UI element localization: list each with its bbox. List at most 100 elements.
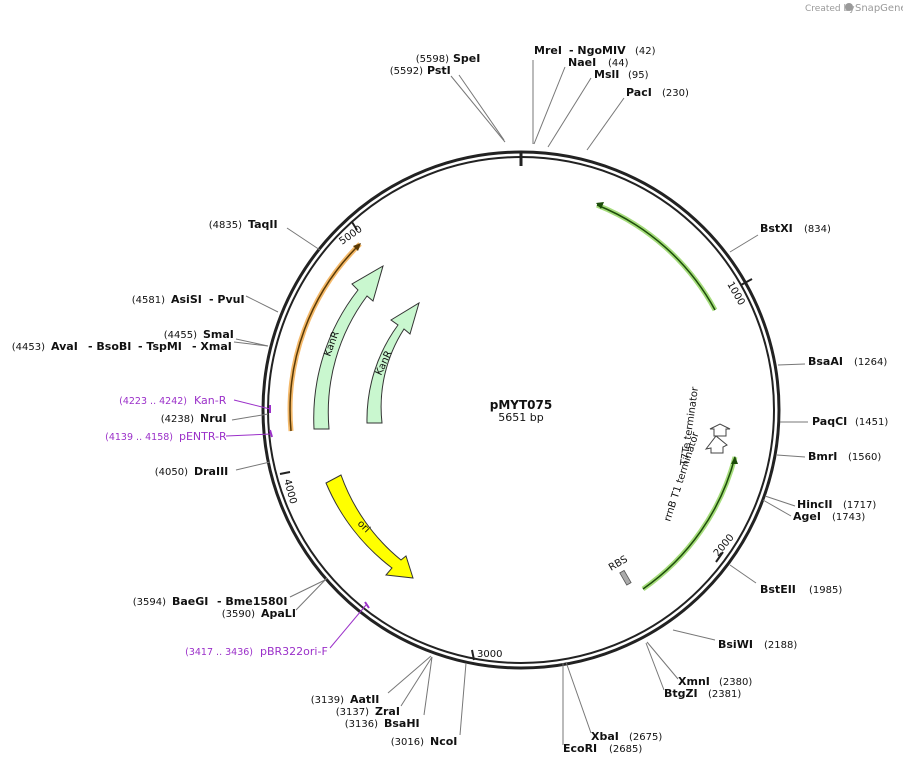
site-tspmi[interactable]: - TspMI	[138, 340, 182, 353]
feature-arc-top-right-stroke	[596, 204, 716, 311]
site-bsaai-pos: (1264)	[854, 357, 887, 368]
site-asisi-pos: (4581)	[132, 295, 165, 306]
ruler-tick-1000	[740, 278, 753, 286]
rrnb-terminator-icon[interactable]	[704, 435, 728, 454]
site-xbai[interactable]: XbaI	[591, 730, 619, 743]
site-btgzi-pos: (2381)	[708, 689, 741, 700]
primer-pentr-pos: (4139 .. 4158)	[105, 432, 173, 443]
site-apali[interactable]: ApaLI	[261, 607, 296, 620]
site-apali-pos: (3590)	[222, 609, 255, 620]
site-bstxi-pos: (834)	[804, 224, 831, 235]
site-aatii-pos: (3139)	[311, 695, 344, 706]
site-smai-pos: (4455)	[164, 330, 197, 341]
primer-pbr322-pos: (3417 .. 3436)	[185, 647, 253, 658]
site-draiii[interactable]: DraIII	[194, 465, 228, 478]
site-bmri[interactable]: BmrI	[808, 450, 837, 463]
site-btgzi[interactable]: BtgZI	[664, 687, 698, 700]
site-xmni[interactable]: XmnI	[678, 675, 710, 688]
site-baegi[interactable]: BaeGI	[172, 595, 208, 608]
site-naei-pos: (44)	[608, 58, 629, 69]
site-naei[interactable]: NaeI	[568, 56, 596, 69]
primer-marker-pbr322[interactable]	[364, 601, 370, 609]
site-paqci-pos: (1451)	[855, 417, 888, 428]
site-xbai-pos: (2675)	[629, 732, 662, 743]
site-msli-pos: (95)	[628, 70, 649, 81]
site-avai[interactable]: AvaI	[51, 340, 78, 353]
plasmid-name: pMYT075	[490, 398, 552, 412]
site-paci[interactable]: PacI	[626, 86, 652, 99]
site-bsahi[interactable]: BsaHI	[384, 717, 420, 730]
site-spei-pos: (5598)	[416, 54, 449, 65]
site-bmri-pos: (1560)	[848, 452, 881, 463]
feature-arc-top-right-arrowhead	[596, 202, 604, 209]
ruler-tick-4000	[279, 471, 291, 475]
site-psti-pos: (5592)	[390, 66, 423, 77]
ori-arrow[interactable]	[325, 474, 414, 579]
site-ncoi-pos: (3016)	[391, 737, 424, 748]
site-taqii[interactable]: TaqII	[248, 218, 278, 231]
site-xmni-pos: (2380)	[719, 677, 752, 688]
site-bstxi[interactable]: BstXI	[760, 222, 793, 235]
site-mrei-pos: (42)	[635, 46, 656, 57]
site-pvui[interactable]: - PvuI	[209, 293, 245, 306]
plasmid-size: 5651 bp	[498, 411, 543, 424]
site-agei-pos: (1743)	[832, 512, 865, 523]
site-spei[interactable]: SpeI	[453, 52, 480, 65]
primer-leader-lines	[225, 399, 367, 649]
feature-arc-left-orange-arrowhead	[353, 243, 361, 251]
site-bme1580i[interactable]: - Bme1580I	[217, 595, 287, 608]
site-baegi-pos: (3594)	[133, 597, 166, 608]
site-hincii-pos: (1717)	[843, 500, 876, 511]
site-bsaai[interactable]: BsaAI	[808, 355, 843, 368]
feature-arc-left-orange-stroke	[289, 243, 361, 432]
site-msli[interactable]: MslI	[594, 68, 619, 81]
feature-arc-bottom-right-arrowhead	[731, 456, 738, 464]
site-ncoi[interactable]: NcoI	[430, 735, 457, 748]
feature-arc-bottom-right-stroke	[642, 456, 736, 590]
primer-kanr-pos: (4223 .. 4242)	[119, 396, 187, 407]
kanr-outer-arrow[interactable]	[313, 264, 384, 430]
ruler-tick-2000	[715, 551, 724, 563]
site-zrai-pos: (3137)	[336, 707, 369, 718]
rbs-label: RBS	[607, 554, 630, 574]
site-bsiwi[interactable]: BsiWI	[718, 638, 753, 651]
site-aatii[interactable]: AatII	[350, 693, 379, 706]
site-taqii-pos: (4835)	[209, 220, 242, 231]
credit-brand: SnapGene	[855, 3, 903, 14]
site-mrei[interactable]: MreI	[534, 44, 562, 57]
site-ecori[interactable]: EcoRI	[563, 742, 597, 755]
site-ecori-pos: (2685)	[609, 744, 642, 755]
site-psti[interactable]: PstI	[427, 64, 451, 77]
site-bsteii-pos: (1985)	[809, 585, 842, 596]
primer-kanr[interactable]: Kan-R	[194, 394, 227, 407]
site-asisi[interactable]: AsiSI	[171, 293, 202, 306]
site-hincii[interactable]: HincII	[797, 498, 833, 511]
credit-created-by: Created by	[805, 4, 855, 14]
site-draiii-pos: (4050)	[155, 467, 188, 478]
t7te-terminator-icon[interactable]	[709, 423, 731, 437]
leader-lines	[231, 60, 808, 745]
site-smai[interactable]: SmaI	[203, 328, 234, 341]
primer-pbr322[interactable]: pBR322ori-F	[260, 645, 328, 658]
site-paqci[interactable]: PaqCI	[812, 415, 847, 428]
site-nrui[interactable]: NruI	[200, 412, 227, 425]
ruler-tick-5000	[351, 221, 358, 231]
snapgene-logo-icon	[845, 3, 853, 11]
site-bsteii[interactable]: BstEII	[760, 583, 796, 596]
primer-marker-pentr[interactable]	[269, 429, 273, 438]
primer-pentr[interactable]: pENTR-R	[179, 430, 227, 443]
kanr-inner-arrow[interactable]	[366, 301, 420, 424]
site-avai-pos: (4453)	[12, 342, 45, 353]
site-paci-pos: (230)	[662, 88, 689, 99]
site-zrai[interactable]: ZraI	[375, 705, 400, 718]
feature-arc-bottom-right	[641, 456, 738, 592]
rbs-marker[interactable]	[619, 569, 632, 586]
site-xmai[interactable]: - XmaI	[192, 340, 232, 353]
site-bsobi[interactable]: - BsoBI	[88, 340, 131, 353]
ruler-label-3000: 3000	[477, 649, 502, 660]
site-bsiwi-pos: (2188)	[764, 640, 797, 651]
site-ngomiv[interactable]: - NgoMIV	[569, 44, 626, 57]
site-bsahi-pos: (3136)	[345, 719, 378, 730]
site-agei[interactable]: AgeI	[793, 510, 821, 523]
